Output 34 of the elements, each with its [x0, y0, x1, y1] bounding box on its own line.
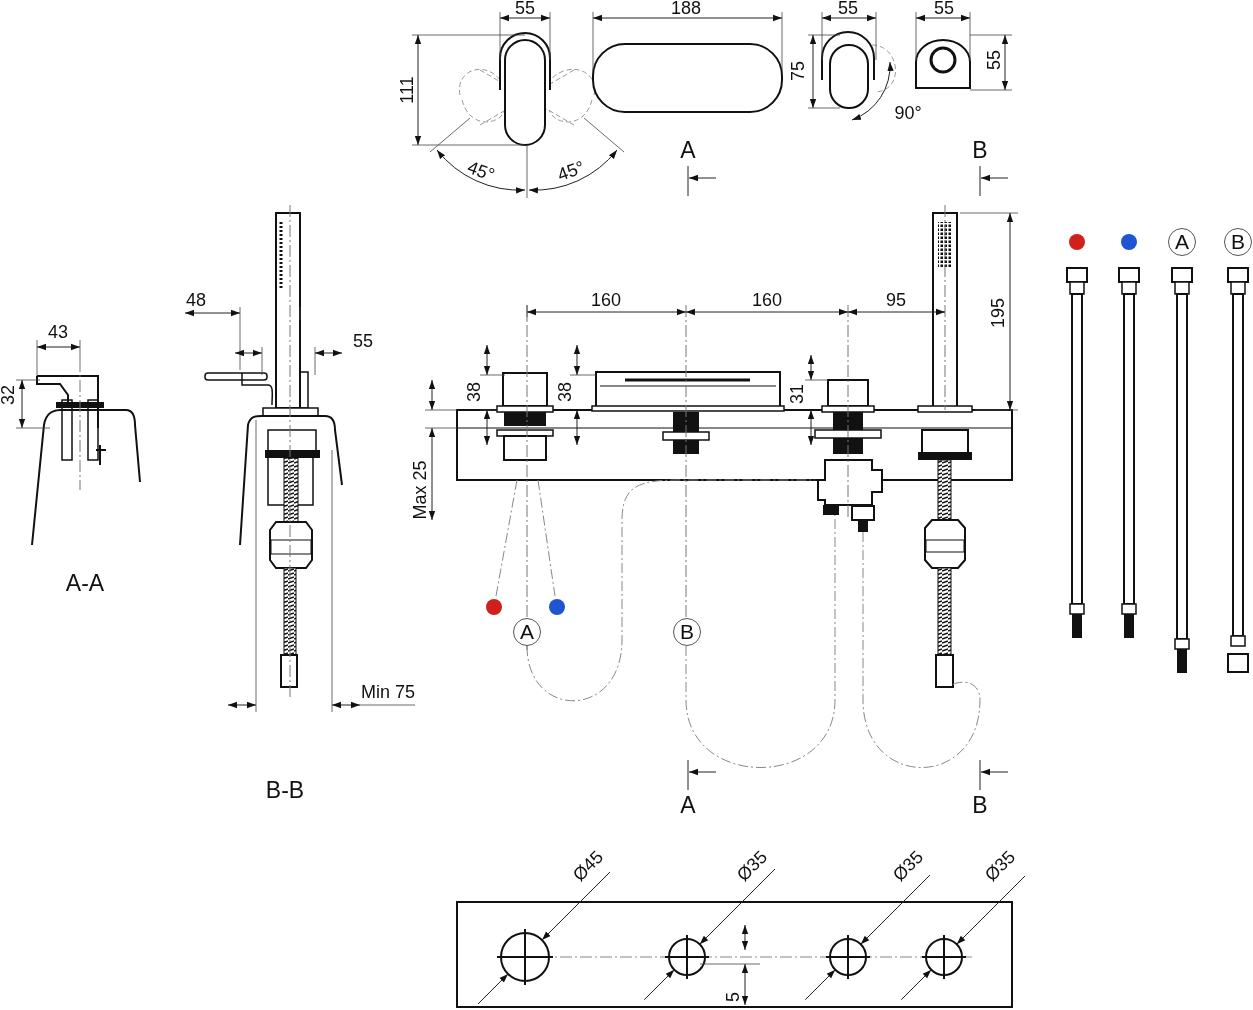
- circled-letter: A: [1168, 228, 1196, 256]
- dimension-value: 195: [989, 298, 1007, 328]
- angle-value: 90°: [894, 104, 922, 122]
- circled-letter: B: [1224, 228, 1252, 256]
- circled-letter: B: [673, 618, 701, 646]
- dimension-value: 75: [789, 61, 807, 81]
- section-letter: B: [972, 138, 988, 162]
- section-letter: B: [972, 793, 988, 817]
- section-letter: A: [680, 793, 696, 817]
- section-title: B-B: [265, 778, 305, 802]
- dimension-value: 95: [886, 291, 906, 309]
- dimension-value: 55: [934, 0, 954, 17]
- dimension-value: 5: [724, 992, 742, 1002]
- circled-letter: A: [513, 618, 541, 646]
- dimension-value: 188: [671, 0, 701, 17]
- dimension-value: 43: [48, 323, 68, 341]
- angle-value: 45°: [555, 157, 587, 185]
- dimension-value: 31: [788, 384, 806, 404]
- dimension-value: 160: [752, 291, 782, 309]
- dimension-value: Min 75: [361, 683, 415, 701]
- dimension-value: 160: [591, 291, 621, 309]
- dimension-value: Max 25: [411, 460, 429, 520]
- dimension-value: 55: [515, 0, 535, 17]
- section-title: A-A: [65, 571, 105, 595]
- dimension-value: 55: [353, 332, 373, 350]
- dimension-value: 55: [985, 50, 1003, 70]
- dimension-value: 48: [186, 291, 206, 309]
- dimension-value: 38: [556, 382, 574, 402]
- section-letter: A: [680, 138, 696, 162]
- dimension-value: 55: [838, 0, 858, 17]
- dimension-value: 38: [465, 382, 483, 402]
- angle-value: 45°: [465, 157, 497, 185]
- dimension-value: 32: [0, 385, 17, 405]
- dimension-value: 111: [398, 76, 416, 104]
